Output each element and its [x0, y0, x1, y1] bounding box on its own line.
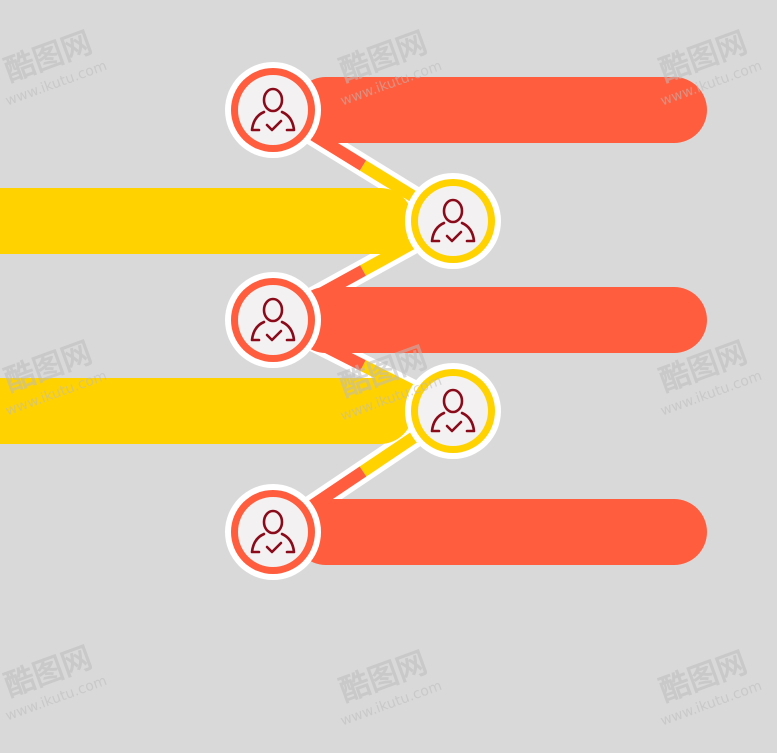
icon-head	[262, 87, 284, 113]
icon-head	[262, 297, 284, 323]
user-check-icon	[430, 198, 476, 243]
icon-check	[445, 230, 463, 243]
step-bar	[0, 378, 413, 444]
bar-layer	[0, 77, 707, 565]
icon-shoulders	[430, 221, 476, 243]
icon-shoulders	[250, 110, 296, 132]
icon-head	[262, 509, 284, 535]
icon-head	[442, 388, 464, 414]
step-bar	[293, 499, 707, 565]
user-check-icon	[250, 87, 296, 132]
user-check-icon	[250, 509, 296, 554]
step-bar	[0, 188, 413, 254]
icon-shoulders	[430, 411, 476, 433]
step-node	[405, 173, 501, 269]
icon-shoulders	[250, 532, 296, 554]
step-node	[225, 272, 321, 368]
user-check-icon	[430, 388, 476, 433]
icon-check	[265, 119, 283, 132]
icon-check	[265, 329, 283, 342]
icon-check	[265, 541, 283, 554]
icon-check	[445, 420, 463, 433]
user-check-icon	[250, 297, 296, 342]
step-bar	[293, 77, 707, 143]
icon-head	[442, 198, 464, 224]
step-bar	[293, 287, 707, 353]
icon-shoulders	[250, 320, 296, 342]
node-layer	[225, 62, 501, 580]
step-node	[405, 363, 501, 459]
step-node	[225, 62, 321, 158]
step-node	[225, 484, 321, 580]
